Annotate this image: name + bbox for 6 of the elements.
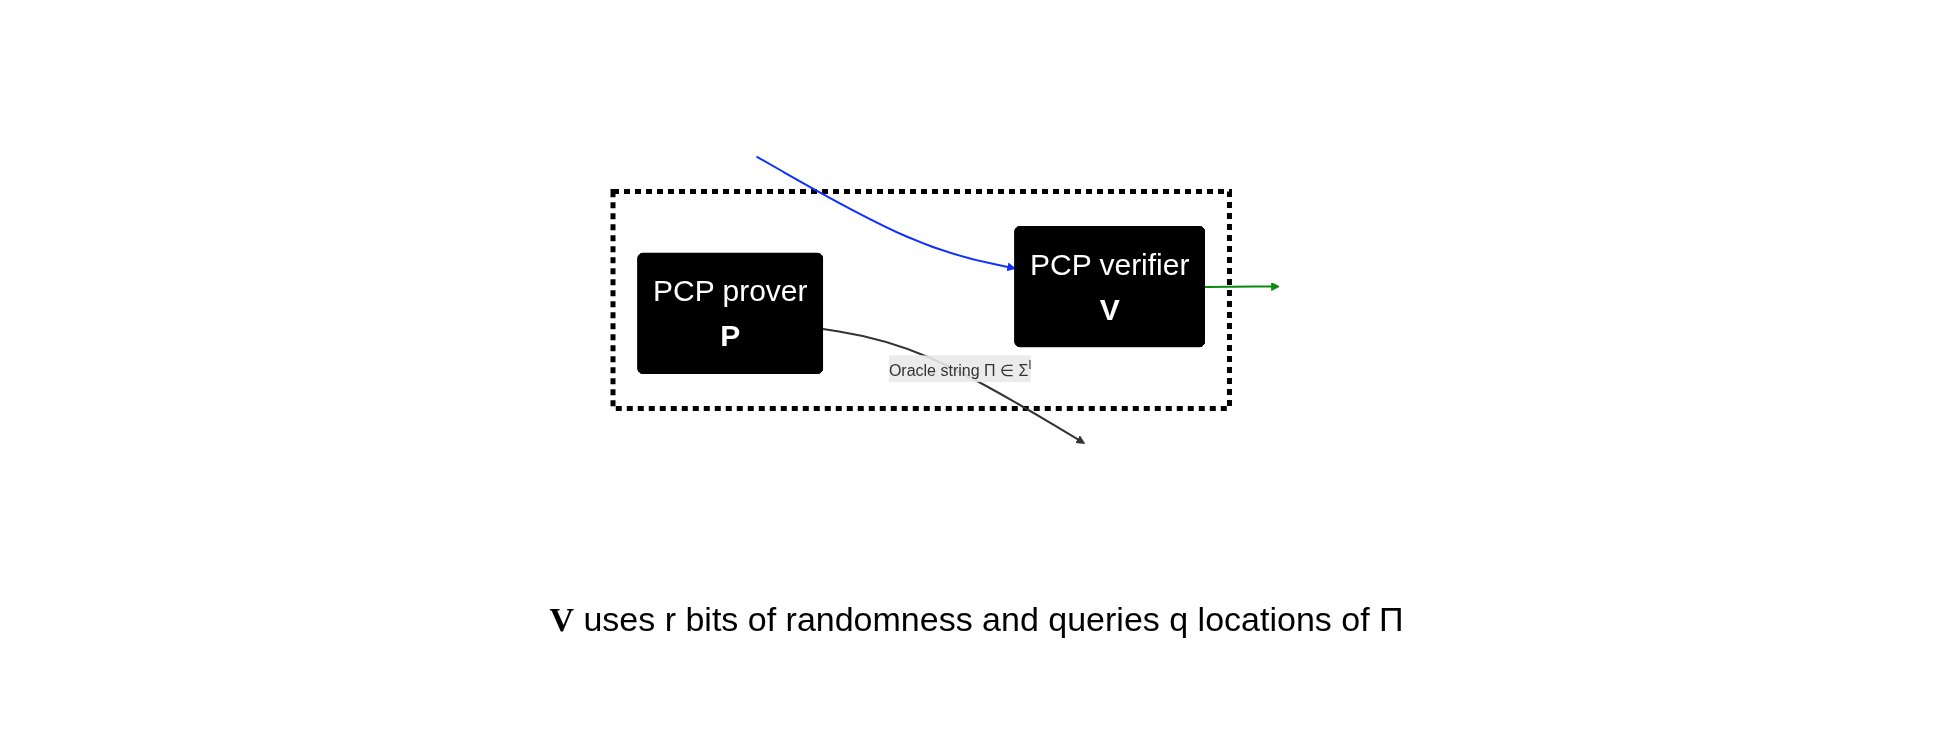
process-box: PCP verifier V	[1014, 226, 1206, 348]
process-box: PCP prover P	[637, 252, 824, 374]
arrow	[755, 155, 1017, 272]
note-text: V uses r bits of randomness and queries q locations of Π	[548, 600, 1405, 639]
edge-label: Oracle string Π ∈ Σ$^{l}$	[889, 357, 1032, 379]
arrow	[1204, 282, 1281, 291]
